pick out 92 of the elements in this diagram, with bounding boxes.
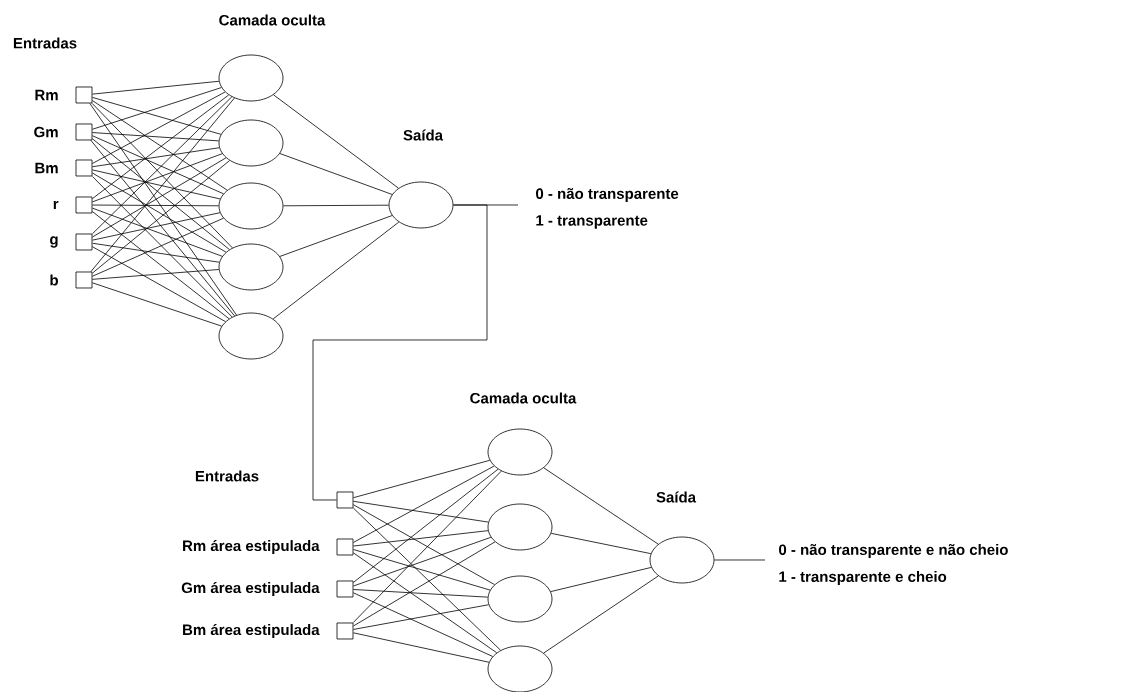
connection-line bbox=[92, 211, 230, 320]
connection-line bbox=[92, 138, 230, 250]
neuron-ellipse bbox=[388, 181, 454, 229]
connection-line bbox=[273, 94, 399, 189]
connection-line bbox=[89, 103, 237, 316]
layer-label: Entradas bbox=[195, 470, 259, 482]
connection-line bbox=[92, 157, 227, 238]
connection-line bbox=[91, 176, 233, 318]
neuron-ellipse bbox=[487, 428, 553, 476]
layer-label: 1 - transparente bbox=[536, 215, 648, 229]
connection-line bbox=[92, 153, 223, 203]
connection-line bbox=[353, 604, 489, 630]
connection-line bbox=[353, 632, 490, 663]
connection-line bbox=[92, 217, 224, 277]
input-square bbox=[75, 196, 93, 214]
connection-line bbox=[283, 204, 389, 207]
connection-line bbox=[92, 87, 222, 130]
connection-line bbox=[353, 465, 495, 543]
connection-line bbox=[353, 468, 499, 583]
input-label: Rm bbox=[35, 89, 58, 101]
input-square bbox=[336, 580, 354, 598]
connection-line bbox=[92, 269, 220, 280]
connection-line bbox=[92, 132, 220, 142]
input-label: g bbox=[50, 236, 58, 248]
connection-line bbox=[353, 536, 492, 587]
connection-line bbox=[353, 530, 489, 547]
connection-line bbox=[550, 567, 652, 592]
connection-line bbox=[92, 246, 226, 322]
connection-line bbox=[90, 97, 235, 272]
connection-line bbox=[90, 140, 235, 317]
connection-line bbox=[543, 575, 659, 654]
connection-line bbox=[272, 221, 400, 320]
input-square bbox=[75, 271, 93, 289]
connection-line bbox=[550, 532, 652, 555]
input-square bbox=[75, 159, 93, 177]
input-square bbox=[75, 233, 93, 251]
layer-label: Camada oculta bbox=[219, 14, 326, 26]
neuron-ellipse bbox=[487, 503, 553, 551]
layer-label: Camada oculta bbox=[470, 392, 577, 404]
connection-line bbox=[92, 204, 219, 207]
neuron-ellipse bbox=[218, 182, 284, 230]
neuron-ellipse bbox=[649, 536, 715, 584]
layer-label: Saída bbox=[656, 491, 697, 503]
connection-line bbox=[92, 160, 230, 274]
connection-line bbox=[543, 467, 659, 545]
input-label: r bbox=[53, 200, 59, 210]
connection-line bbox=[92, 91, 226, 164]
neuron-ellipse bbox=[218, 54, 284, 102]
input-square bbox=[75, 86, 93, 104]
input-label: Gm bbox=[34, 126, 58, 138]
layer-label: 1 - transparente e cheio bbox=[779, 571, 947, 585]
connection-line bbox=[353, 552, 498, 654]
connection-line bbox=[312, 204, 488, 501]
layer-label: Saída bbox=[403, 129, 444, 141]
connection-line bbox=[353, 589, 489, 598]
input-label: Bm bbox=[35, 162, 58, 174]
connection-line bbox=[92, 212, 221, 241]
connection-line bbox=[353, 459, 491, 499]
connection-line bbox=[279, 153, 393, 195]
connection-line bbox=[92, 242, 220, 263]
connection-line bbox=[714, 559, 766, 561]
layer-label: 0 - não transparente bbox=[536, 188, 679, 202]
connection-line bbox=[92, 135, 224, 195]
connection-line bbox=[353, 541, 496, 627]
connection-line bbox=[92, 80, 220, 95]
input-square bbox=[336, 538, 354, 556]
neuron-ellipse bbox=[487, 575, 553, 623]
neuron-ellipse bbox=[218, 119, 284, 167]
connection-line bbox=[353, 507, 501, 651]
connection-line bbox=[92, 147, 220, 168]
connection-line bbox=[92, 207, 223, 257]
connection-line bbox=[92, 172, 227, 253]
neuron-ellipse bbox=[218, 312, 284, 360]
connection-line bbox=[353, 592, 494, 657]
connection-line bbox=[353, 504, 495, 585]
input-square bbox=[336, 622, 354, 640]
input-label: b bbox=[50, 274, 58, 286]
connection-line bbox=[279, 215, 393, 257]
connection-line bbox=[353, 549, 491, 591]
input-square bbox=[336, 491, 354, 509]
input-label: Bm área estipulada bbox=[183, 623, 320, 639]
connection-line bbox=[92, 282, 222, 327]
connection-line bbox=[353, 500, 489, 523]
connection-line bbox=[352, 470, 502, 623]
input-label: Rm área estipulada bbox=[183, 539, 320, 555]
layer-label: 0 - não transparente e não cheio bbox=[779, 544, 1008, 558]
input-square bbox=[75, 123, 93, 141]
connection-line bbox=[92, 169, 221, 200]
neuron-ellipse bbox=[218, 243, 284, 291]
layer-label: Entradas bbox=[13, 37, 77, 49]
connection-line bbox=[92, 97, 222, 135]
input-label: Gm área estipulada bbox=[181, 581, 320, 597]
